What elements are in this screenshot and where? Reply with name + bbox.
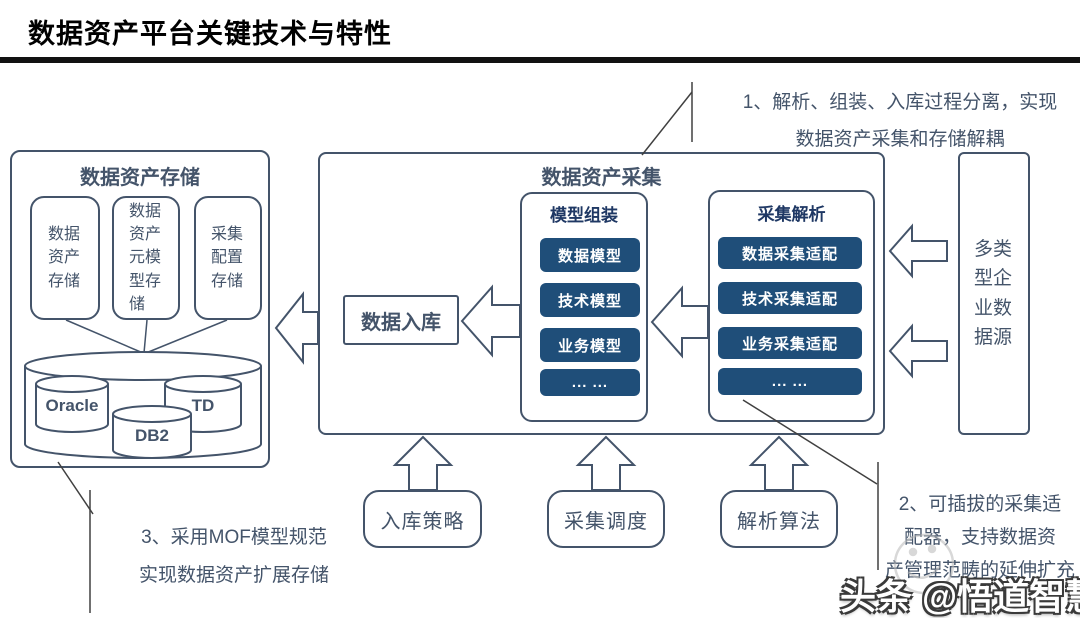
- annotation-3-line1: 3、采用MOF模型规范: [141, 527, 327, 548]
- bottom-box-warehouse-policy: 入库策略: [363, 490, 482, 548]
- datasource-box: 多类型企业数据源: [958, 152, 1030, 435]
- annotation-3: 3、采用MOF模型规范 实现数据资产扩展存储: [108, 519, 360, 595]
- watermark-text: 头条 @悟道智慧: [840, 576, 1080, 617]
- title-underline-bar: [0, 57, 1080, 63]
- callout-1-diagonal: [641, 91, 693, 156]
- arrow-source-to-parse-top: [888, 223, 948, 279]
- storage-sub-box-asset: 数据资产存储: [30, 196, 100, 320]
- model-assembly-title: 模型组装: [550, 206, 618, 225]
- callout-3-diagonal: [57, 461, 94, 515]
- annotation-2-line2: 配器，支持数据资: [903, 527, 1056, 548]
- model-item: 技术模型: [540, 283, 640, 317]
- model-item: 数据模型: [540, 238, 640, 272]
- storage-sub-label: 采集配置存储: [211, 226, 244, 290]
- adapter-item: 数据采集适配: [718, 237, 862, 269]
- collect-parse-title: 采集解析: [757, 205, 826, 224]
- annotation-1-line2: 数据资产采集和存储解耦: [795, 129, 1005, 150]
- annotation-2-line1: 2、可插拔的采集适: [898, 494, 1062, 515]
- page-title: 数据资产平台关键技术与特性: [28, 19, 392, 49]
- arrow-up-warehouse-policy: [392, 435, 454, 491]
- storage-sub-box-metamodel: 数据资产元模型存储: [112, 196, 180, 320]
- annotation-1: 1、解析、组装、入库过程分离，实现 数据资产采集和存储解耦: [720, 84, 1080, 158]
- storage-title: 数据资产存储: [80, 167, 200, 189]
- db-label-oracle: Oracle: [45, 396, 99, 415]
- annotation-1-line1: 1、解析、组装、入库过程分离，实现: [742, 92, 1058, 113]
- model-item: 业务模型: [540, 328, 640, 362]
- adapter-item: 业务采集适配: [718, 327, 862, 359]
- bottom-box-collect-schedule: 采集调度: [547, 490, 665, 548]
- collection-title: 数据资产采集: [541, 167, 662, 189]
- annotation-3-line2: 实现数据资产扩展存储: [138, 565, 329, 586]
- storage-sub-box-config: 采集配置存储: [194, 196, 262, 320]
- storage-sub-label: 数据资产存储: [48, 226, 81, 290]
- bottom-box-parse-algorithm: 解析算法: [720, 490, 838, 548]
- db-label-td: TD: [191, 396, 215, 415]
- arrow-up-collect-schedule: [575, 435, 637, 491]
- arrow-source-to-parse-bottom: [888, 323, 948, 379]
- model-item-more: ... ...: [540, 369, 640, 396]
- adapter-item-more: ... ...: [718, 368, 862, 395]
- adapter-item: 技术采集适配: [718, 282, 862, 314]
- data-warehouse-box: 数据入库: [343, 295, 459, 345]
- datasource-label: 多类型企业数据源: [974, 238, 1013, 348]
- storage-sub-label: 数据资产元模型存储: [129, 203, 162, 313]
- arrow-up-parse-algorithm: [748, 435, 810, 491]
- db-label-db2: DB2: [134, 426, 169, 445]
- arrow-collection-to-storage: [274, 291, 319, 365]
